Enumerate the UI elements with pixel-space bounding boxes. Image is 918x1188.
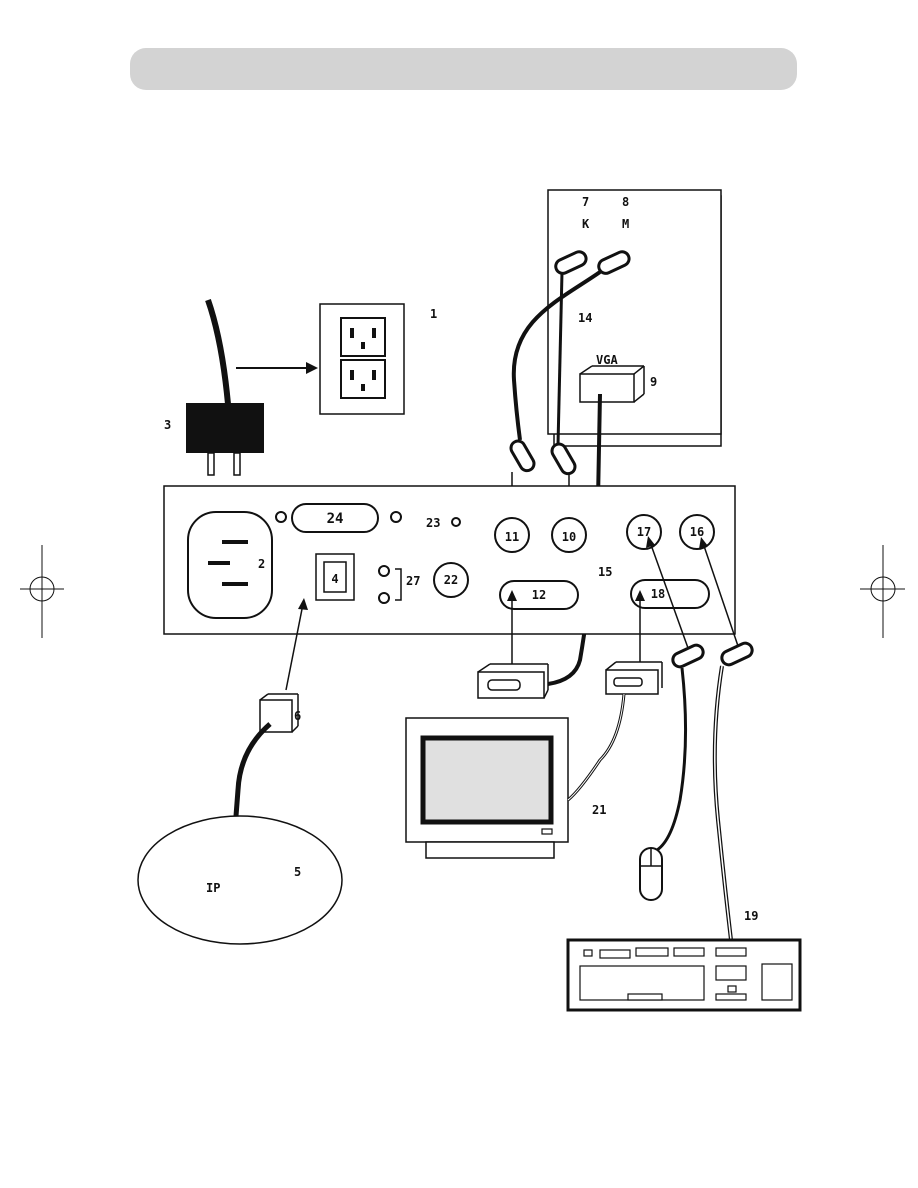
label-16: 16 [690,525,704,539]
label-11: 11 [505,530,519,544]
kvm-cable-k [556,271,564,446]
label-18: 18 [651,587,665,601]
ps2-connector-m-bottom-icon [550,442,577,476]
label-vga: VGA [596,353,618,367]
label-24: 24 [327,511,344,527]
label-23: 23 [426,516,440,530]
label-15: 15 [598,565,612,579]
kvm-back-panel [163,485,736,635]
registration-mark-right-icon [860,545,905,638]
vga-connector-icon [477,663,549,699]
plug-to-outlet-arrowhead [306,362,318,374]
label-9: 9 [650,375,657,389]
label-3: 3 [164,418,171,432]
ps2-connector-mouse-console-icon [671,643,705,669]
monitor-connector-icon [605,661,663,695]
label-8: 8 [622,195,629,209]
mouse-icon [639,847,663,901]
monitor-icon [405,717,569,859]
label-1: 1 [430,307,437,321]
label-12: 12 [532,588,546,602]
label-21: 21 [592,803,606,817]
label-2: 2 [258,557,265,571]
lan-cable [233,722,272,817]
mouse-cable [656,667,688,852]
ps2-connector-m-top-icon [597,250,631,275]
label-5: 5 [294,865,301,879]
ps2-connector-keyboard-console-icon [720,641,754,667]
registration-mark-left-icon [20,545,64,638]
label-k: K [582,217,590,231]
label-22: 22 [444,573,458,587]
label-4: 4 [331,572,338,586]
monitor-cable [567,693,626,802]
label-10: 10 [562,530,576,544]
label-6: 6 [294,709,301,723]
kvm-cable-m [511,270,602,441]
label-7: 7 [582,195,589,209]
label-ip: IP [206,881,220,895]
power-plug-icon [186,299,264,476]
label-m: M [622,217,629,231]
label-27: 27 [406,574,420,588]
label-19: 19 [744,909,758,923]
header-bar [130,48,797,90]
server-icon [547,189,722,447]
ps2-connector-k-bottom-icon [509,439,536,473]
lan-connector-icon [259,693,299,733]
label-14: 14 [578,311,592,325]
label-17: 17 [637,525,651,539]
wall-outlet-icon [319,303,405,415]
ps2-connector-k-top-icon [554,250,588,275]
keyboard-icon [566,938,802,1012]
network-ellipse [137,815,343,945]
